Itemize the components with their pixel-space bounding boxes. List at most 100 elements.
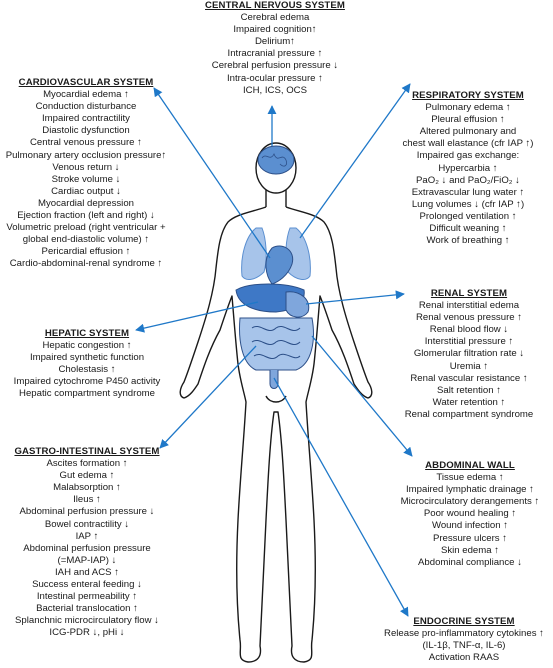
resp-block: RESPIRATORY SYSTEM Pulmonary edema ↑ Ple… <box>388 90 548 247</box>
gi-item: Abdominal perfusion pressure <box>23 542 151 554</box>
resp-item: Hypercarbia ↑ <box>438 162 498 174</box>
gi-item: IAH and ACS ↑ <box>55 566 119 578</box>
gi-item: Splanchnic microcirculatory flow ↓ <box>15 615 159 627</box>
cns-item: Intra-ocular pressure ↑ <box>227 72 323 84</box>
arrow-gi <box>159 345 257 449</box>
abdominal-item: Microcirculatory derangements ↑ <box>400 496 540 508</box>
gi-item: (=MAP-IAP) ↓ <box>57 554 117 566</box>
gi-title: GASTRO-INTESTINAL SYSTEM <box>14 446 160 457</box>
hepatic-item: Hepatic congestion ↑ <box>42 340 132 352</box>
endocrine-block: ENDOCRINE SYSTEM Release pro-inflammator… <box>376 616 552 664</box>
cns-item: Cerebral perfusion pressure ↓ <box>211 60 339 72</box>
renal-item: Renal venous pressure ↑ <box>415 312 523 324</box>
renal-item: Salt retention ↑ <box>437 384 501 396</box>
renal-item: Interstitial pressure ↑ <box>424 336 514 348</box>
gi-item: Ileus ↑ <box>73 494 101 506</box>
gi-item: Abdominal perfusion pressure ↓ <box>19 506 155 518</box>
cardio-item: Diastolic dysfunction <box>42 125 130 137</box>
renal-item: Uremia ↑ <box>449 360 489 372</box>
cardio-item: Cardio-abdominal-renal syndrome ↑ <box>9 258 163 270</box>
resp-item: Lung volumes ↓ (cfr IAP ↑) <box>411 198 525 210</box>
gi-item: ICG-PDR ↓, pHi ↓ <box>49 627 125 639</box>
renal-item: Renal compartment syndrome <box>404 408 534 420</box>
abdominal-item: Skin edema ↑ <box>440 544 500 556</box>
resp-item: Impaired gas exchange: <box>416 150 520 162</box>
gi-item: Intestinal permeability ↑ <box>36 591 138 603</box>
resp-item: Altered pulmonary and <box>419 126 517 138</box>
resp-item: PaO₂ ↓ and PaO₂/FiO₂ ↓ <box>416 174 520 186</box>
resp-item: Extravascular lung water ↑ <box>411 186 525 198</box>
hepatic-item: Cholestasis ↑ <box>58 364 116 376</box>
cardio-item: Ejection fraction (left and right) ↓ <box>17 210 155 222</box>
cns-item: Impaired cognition↑ <box>233 24 317 36</box>
arrow-renal <box>305 290 405 305</box>
cardio-title: CARDIOVASCULAR SYSTEM <box>18 77 154 88</box>
abdominal-item: Pressure ulcers ↑ <box>432 532 508 544</box>
resp-item: Prolonged ventilation ↑ <box>419 210 517 222</box>
cns-item: Delirium↑ <box>255 36 295 48</box>
resp-title: RESPIRATORY SYSTEM <box>412 90 524 101</box>
cardio-item: Central venous pressure ↑ <box>30 137 142 149</box>
abdominal-title: ABDOMINAL WALL <box>425 460 515 471</box>
abdominal-item: Abdominal compliance ↓ <box>418 556 522 568</box>
resp-item: Pleural effusion ↑ <box>431 114 505 126</box>
renal-item: Renal interstitial edema <box>418 300 520 312</box>
gi-item: Bowel contractility ↓ <box>44 518 130 530</box>
resp-item: Difficult weaning ↑ <box>429 223 507 235</box>
connector-arrows <box>135 83 413 617</box>
arrow-cardio <box>153 87 271 259</box>
cns-item: Cerebral edema <box>240 12 310 24</box>
abdominal-item: Impaired lymphatic drainage ↑ <box>406 484 534 496</box>
hepatic-item: Impaired synthetic function <box>29 352 145 364</box>
cardio-item: Volumetric preload (right ventricular + <box>6 222 166 234</box>
endocrine-item: Activation RAAS <box>428 652 500 664</box>
gi-item: Malabsorption ↑ <box>53 482 121 494</box>
endocrine-item: Release pro-inflammatory cytokines ↑ <box>384 628 544 640</box>
arrow-endocrine <box>273 377 409 617</box>
gi-item: Ascites formation ↑ <box>46 458 128 470</box>
endocrine-item: (IL-1β, TNF-α, IL-6) <box>422 640 506 652</box>
hepatic-title: HEPATIC SYSTEM <box>44 328 130 339</box>
intestines <box>239 317 314 389</box>
cardio-item: Myocardial edema ↑ <box>43 89 129 101</box>
cns-item: Intracranial pressure ↑ <box>227 48 323 60</box>
cns-title: CENTRAL NERVOUS SYSTEM <box>205 0 345 11</box>
heart <box>265 245 294 285</box>
hepatic-item: Hepatic compartment syndrome <box>19 388 155 400</box>
brain <box>257 145 295 175</box>
gi-item: Success enteral feeding ↓ <box>32 579 142 591</box>
renal-item: Glomerular filtration rate ↓ <box>413 348 525 360</box>
liver <box>235 283 310 318</box>
renal-item: Renal blood flow ↓ <box>429 324 509 336</box>
body-outline <box>179 142 373 663</box>
renal-block: RENAL SYSTEM Renal interstitial edema Re… <box>386 288 552 421</box>
abdominal-item: Tissue edema ↑ <box>436 472 504 484</box>
cardio-item: Pulmonary artery occlusion pressure↑ <box>5 149 167 161</box>
gi-item: Gut edema ↑ <box>59 470 115 482</box>
cardio-item: Myocardial depression <box>38 197 134 209</box>
arrow-hepatic <box>135 301 259 333</box>
resp-item: chest wall elastance (cfr IAP ↑) <box>402 138 534 150</box>
abdominal-block: ABDOMINAL WALL Tissue edema ↑ Impaired l… <box>392 460 548 569</box>
cardio-item: Cardiac output ↓ <box>51 185 121 197</box>
arrow-resp <box>299 83 411 239</box>
abdominal-item: Wound infection ↑ <box>431 520 509 532</box>
gi-block: GASTRO-INTESTINAL SYSTEM Ascites formati… <box>2 446 172 640</box>
endocrine-title: ENDOCRINE SYSTEM <box>413 616 515 627</box>
resp-item: Pulmonary edema ↑ <box>425 102 511 114</box>
renal-item: Water retention ↑ <box>432 396 506 408</box>
arrow-abdominal <box>311 335 413 457</box>
gi-item: IAP ↑ <box>75 530 99 542</box>
abdominal-item: Poor wound healing ↑ <box>423 508 517 520</box>
cardio-item: Impaired contractility <box>42 113 130 125</box>
cns-block: CENTRAL NERVOUS SYSTEM Cerebral edema Im… <box>198 0 352 97</box>
cns-item: ICH, ICS, OCS <box>243 84 307 96</box>
resp-item: Work of breathing ↑ <box>426 235 510 247</box>
cardio-item: Conduction disturbance <box>35 101 137 113</box>
cardio-item: Stroke volume ↓ <box>51 173 121 185</box>
gi-item: Bacterial translocation ↑ <box>36 603 138 615</box>
lungs <box>241 227 311 280</box>
cardio-item: global end-diastolic volume) ↑ <box>22 234 150 246</box>
renal-item: Renal vascular resistance ↑ <box>410 372 528 384</box>
